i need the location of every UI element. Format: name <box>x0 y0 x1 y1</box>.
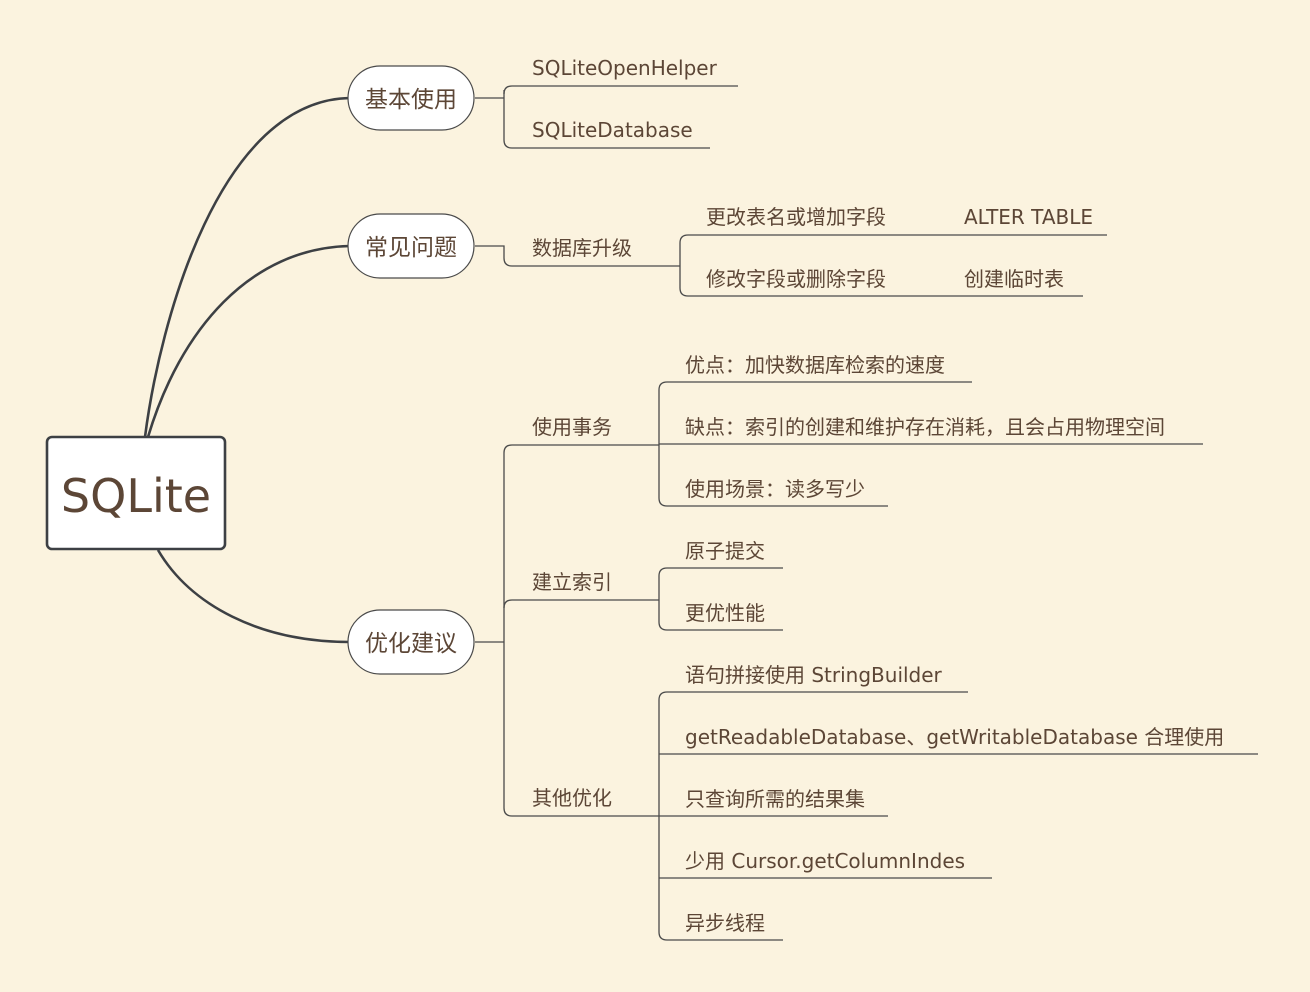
connector-root-optimize <box>156 549 351 644</box>
root-node[interactable]: SQLite <box>45 435 227 551</box>
leaf-temp-table[interactable]: 创建临时表 <box>964 267 1064 291</box>
leaf-query-needed-results[interactable]: 只查询所需的结果集 <box>685 787 865 811</box>
leaf-alter-table[interactable]: ALTER TABLE <box>964 205 1093 229</box>
connector-root-basic <box>143 96 351 438</box>
branch-optimize[interactable]: 优化建议 <box>347 609 475 675</box>
leaf-getcolumnindex[interactable]: 少用 Cursor.getColumnIndes <box>685 849 965 873</box>
leaf-atomic-commit[interactable]: 原子提交 <box>685 539 765 563</box>
leaf-transaction-scene[interactable]: 使用场景：读多写少 <box>685 477 865 501</box>
issues-connectors <box>475 234 1107 297</box>
root-label: SQLite <box>61 469 211 523</box>
branch-basic[interactable]: 基本使用 <box>347 65 475 131</box>
group-transaction[interactable]: 使用事务 <box>532 415 612 439</box>
leaf-stringbuilder[interactable]: 语句拼接使用 StringBuilder <box>685 663 943 687</box>
leaf-sqlitedatabase[interactable]: SQLiteDatabase <box>532 118 693 142</box>
branch-issues-label: 常见问题 <box>365 235 457 261</box>
leaf-transaction-con[interactable]: 缺点：索引的创建和维护存在消耗，且会占用物理空间 <box>685 415 1165 439</box>
leaf-rename-or-add-field[interactable]: 更改表名或增加字段 <box>706 205 886 229</box>
branch-basic-label: 基本使用 <box>365 87 457 113</box>
leaf-readable-writable[interactable]: getReadableDatabase、getWritableDatabase … <box>685 725 1224 749</box>
branch-issues[interactable]: 常见问题 <box>347 213 475 279</box>
leaf-modify-or-delete-field[interactable]: 修改字段或删除字段 <box>706 267 886 291</box>
leaf-async-thread[interactable]: 异步线程 <box>685 911 765 935</box>
branch-optimize-label: 优化建议 <box>365 631 457 657</box>
connector-root-issues <box>146 244 351 438</box>
leaf-transaction-pro[interactable]: 优点：加快数据库检索的速度 <box>685 353 945 377</box>
optimize-connectors <box>475 381 1258 941</box>
group-index[interactable]: 建立索引 <box>532 570 612 594</box>
leaf-sqliteopenhelper[interactable]: SQLiteOpenHelper <box>532 56 718 80</box>
leaf-better-performance[interactable]: 更优性能 <box>685 601 765 625</box>
topic-db-upgrade[interactable]: 数据库升级 <box>532 236 632 260</box>
group-other[interactable]: 其他优化 <box>532 786 612 810</box>
basic-connectors <box>475 85 738 149</box>
